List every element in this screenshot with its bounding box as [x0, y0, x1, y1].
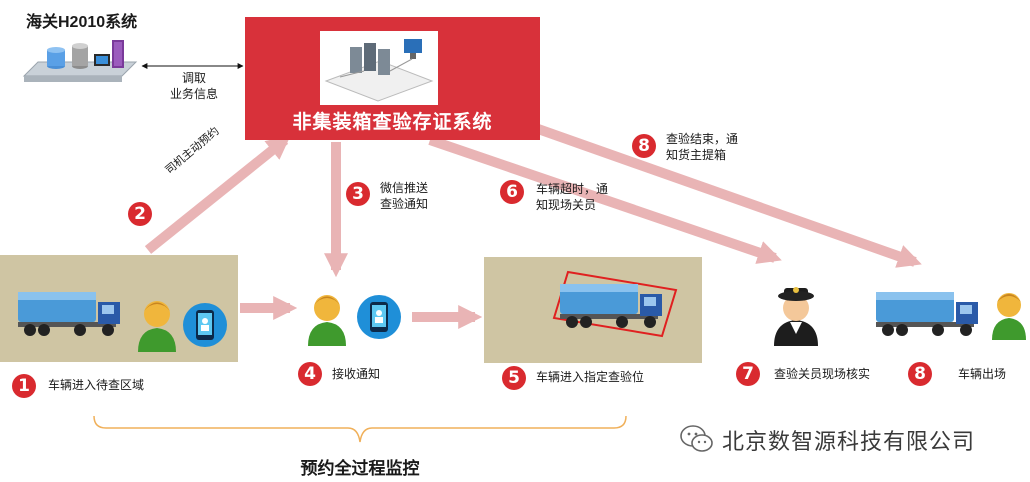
driver-icon — [992, 293, 1026, 340]
step-badge-3: 3 — [346, 182, 370, 206]
step-badge-5: 5 — [502, 366, 526, 390]
step-badge-1: 1 — [12, 374, 36, 398]
step8-exit-label: 车辆出场 — [958, 367, 1007, 381]
driver-icon — [138, 301, 176, 352]
company-name: 北京数智源科技有限公司 — [722, 429, 976, 454]
h2010-system-title: 海关H2010系统 — [26, 14, 138, 31]
step6-label: 车辆超时，通 知现场关员 — [536, 182, 609, 212]
retrieve-label: 调取 业务信息 — [169, 71, 218, 101]
server-network-icon — [324, 39, 434, 102]
smartphone-icon — [183, 303, 227, 347]
monitor-bracket — [93, 415, 627, 443]
step8-label: 查验结束，通 知货主提箱 — [666, 132, 739, 162]
truck-icon — [876, 292, 978, 336]
step5-label: 车辆进入指定查验位 — [536, 370, 645, 384]
monitor-title: 预约全过程监控 — [300, 459, 420, 478]
server-network-illustration — [320, 31, 438, 105]
step-badge-8-bottom: 8 — [908, 362, 932, 386]
arrow-step2 — [144, 135, 291, 254]
smartphone-icon — [357, 295, 401, 339]
truck-icon — [552, 270, 678, 338]
customs-officer-icon — [774, 287, 818, 346]
step1-label: 车辆进入待查区域 — [48, 378, 145, 392]
step3-label: 微信推送 查验通知 — [380, 181, 429, 211]
step4-label: 接收通知 — [332, 367, 381, 381]
step-badge-7: 7 — [736, 362, 760, 386]
truck-icon — [18, 292, 120, 336]
step-badge-8-top: 8 — [632, 134, 656, 158]
step7-label: 查验关员现场核实 — [774, 367, 871, 381]
step-badge-6: 6 — [500, 180, 524, 204]
driver-icon — [308, 295, 346, 346]
server-rack-icon — [22, 40, 138, 82]
step-badge-2: 2 — [128, 202, 152, 226]
center-system-box: 非集装箱查验存证系统 — [245, 17, 540, 140]
wechat-icon — [680, 425, 713, 452]
arrow-step8 — [488, 107, 922, 268]
arrow-step6 — [428, 135, 782, 264]
step-badge-4: 4 — [298, 362, 322, 386]
center-system-title: 非集装箱查验存证系统 — [292, 112, 493, 133]
